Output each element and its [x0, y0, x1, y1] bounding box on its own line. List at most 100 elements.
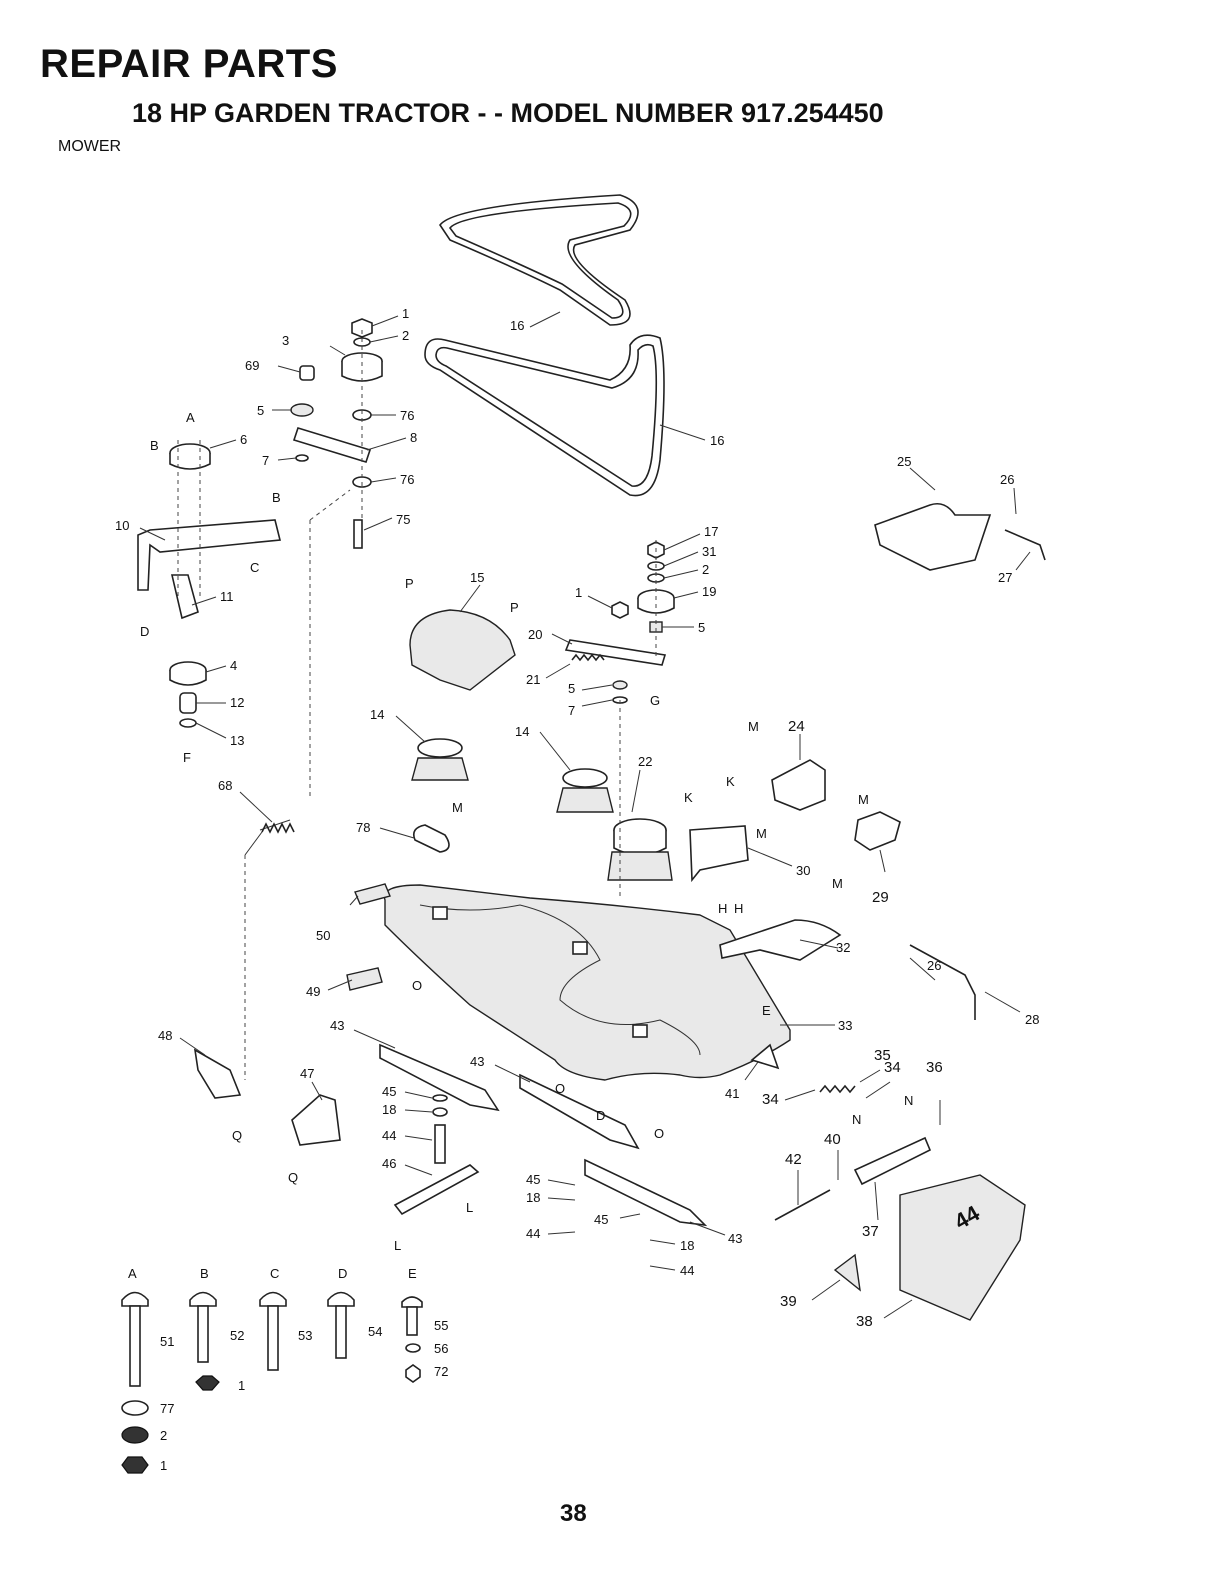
- callout-label: 45: [526, 1172, 540, 1187]
- spindle-14b: [556, 768, 614, 813]
- bracket-10: [137, 519, 282, 591]
- callout-label: 53: [298, 1328, 312, 1343]
- key-label: M: [452, 800, 463, 815]
- callout-label: 26: [1000, 472, 1014, 487]
- washer-77: [121, 1400, 149, 1416]
- key-label: M: [858, 792, 869, 807]
- pulley-6: [169, 443, 211, 470]
- spacer-12: [179, 692, 197, 714]
- key-label: K: [684, 790, 693, 805]
- key-label: Q: [288, 1170, 298, 1185]
- bolt-75: [353, 519, 363, 549]
- mower-deck: [383, 884, 791, 1081]
- callout-label: 2: [160, 1428, 167, 1443]
- idler-arm-20: [564, 639, 667, 666]
- hardware-stack-a: [432, 1094, 448, 1164]
- key-label: H: [718, 901, 727, 916]
- callout-label: 34: [884, 1059, 901, 1076]
- callout-label: 45: [382, 1084, 396, 1099]
- callout-label: 5: [257, 403, 264, 418]
- blade-43b: [519, 1073, 640, 1150]
- key-label: M: [748, 719, 759, 734]
- callout-label: 34: [762, 1091, 779, 1108]
- lift-arm-32: [719, 919, 842, 961]
- leader-lines: [139, 311, 1031, 1319]
- callout-label: 17: [704, 524, 718, 539]
- callout-label: 5: [568, 681, 575, 696]
- callout-label: 44: [526, 1226, 540, 1241]
- callout-label: 69: [245, 358, 259, 373]
- callout-label: 44: [382, 1128, 396, 1143]
- rod-42: [774, 1189, 831, 1221]
- callout-label: 45: [594, 1212, 608, 1227]
- callout-label: 12: [230, 695, 244, 710]
- callout-label: 38: [856, 1313, 873, 1330]
- key-label: B: [150, 438, 159, 453]
- idler-arm-8: [292, 427, 372, 463]
- nut-1d: [121, 1456, 149, 1474]
- key-label: H: [734, 901, 743, 916]
- nut-72: [405, 1364, 421, 1383]
- callout-label: 6: [240, 432, 247, 447]
- callout-label: 11: [220, 589, 234, 604]
- callout-label: 43: [330, 1018, 344, 1033]
- callout-label: 27: [998, 570, 1012, 585]
- blade-adapter-46: [393, 1164, 480, 1216]
- letter-key-labels: A B B C D F P P G M M M M M K K H H E O …: [128, 410, 913, 1281]
- callout-label: 21: [526, 672, 540, 687]
- callout-label: 20: [528, 627, 542, 642]
- callout-label: 4: [230, 658, 237, 673]
- link-78: [412, 824, 450, 853]
- callout-label: 55: [434, 1318, 448, 1333]
- callout-label: 49: [306, 984, 320, 999]
- pin-26a: [1004, 529, 1046, 561]
- key-label: F: [183, 750, 191, 765]
- bracket-47: [291, 1094, 341, 1146]
- spring-35: [819, 1084, 856, 1094]
- key-label: O: [654, 1126, 664, 1141]
- bolt-51: [121, 1291, 149, 1387]
- pulley-19: [637, 589, 675, 614]
- blade-43c: [584, 1158, 708, 1227]
- callout-label: 31: [702, 544, 716, 559]
- callout-label: 18: [382, 1102, 396, 1117]
- belt-upper: [439, 194, 639, 326]
- callout-label: 76: [400, 408, 414, 423]
- key-label: O: [412, 978, 422, 993]
- deck-spindle-hole-a: [432, 906, 448, 920]
- bolt-52: [189, 1291, 217, 1363]
- callout-label: 7: [568, 703, 575, 718]
- shield-25: [874, 502, 992, 571]
- blade-43a: [379, 1043, 500, 1112]
- callout-label: 56: [434, 1341, 448, 1356]
- callout-label: 54: [368, 1324, 382, 1339]
- hex-nut-1: [351, 318, 373, 338]
- callout-label: 76: [400, 472, 414, 487]
- callout-label: 33: [838, 1018, 852, 1033]
- key-label: E: [762, 1003, 771, 1018]
- pulley-22: [607, 818, 673, 881]
- callout-label: 40: [824, 1131, 841, 1148]
- callout-label: 28: [1025, 1012, 1039, 1027]
- key-label: A: [186, 410, 195, 425]
- callout-label: 41: [725, 1086, 739, 1101]
- key-label: A: [128, 1266, 137, 1281]
- rod-28: [909, 944, 976, 1020]
- callout-label: 47: [300, 1066, 314, 1081]
- callout-label: 77: [160, 1401, 174, 1416]
- page-number: 38: [560, 1500, 587, 1527]
- callout-label: 24: [788, 718, 805, 735]
- callout-label: 19: [702, 584, 716, 599]
- callout-label: 43: [728, 1231, 742, 1246]
- callout-label: 8: [410, 430, 417, 445]
- page-title: REPAIR PARTS: [40, 42, 338, 86]
- key-label: M: [832, 876, 843, 891]
- bracket-24: [771, 759, 826, 811]
- callout-label: 10: [115, 518, 129, 533]
- callout-label: 3: [282, 333, 289, 348]
- callout-label: 15: [470, 570, 484, 585]
- callout-label: 43: [470, 1054, 484, 1069]
- key-label: M: [756, 826, 767, 841]
- nut-1c: [195, 1375, 220, 1391]
